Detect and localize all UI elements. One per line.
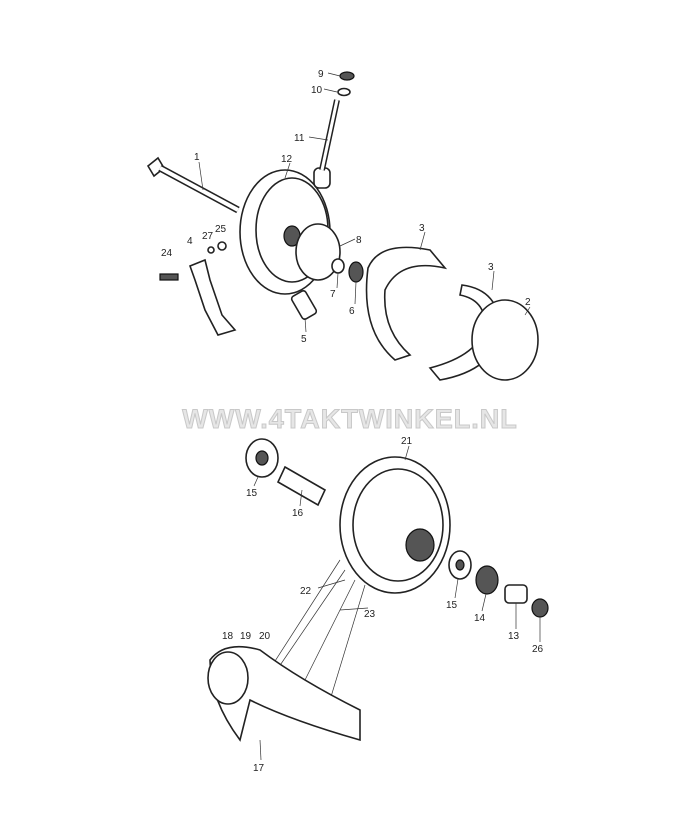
callout-16: 16 [292, 508, 304, 519]
nut-25 [217, 241, 227, 251]
axle-bolt [146, 156, 240, 214]
callout-labels: 9 10 11 12 1 3 3 8 25 27 4 24 7 6 5 2 21… [161, 69, 544, 774]
distance-collar-16 [276, 465, 327, 507]
washer-7 [331, 258, 345, 274]
callout-1: 1 [194, 152, 200, 163]
callout-7: 7 [330, 289, 336, 300]
bearing-15b [448, 550, 472, 580]
leader-lines [198, 72, 541, 761]
callout-6: 6 [349, 306, 355, 317]
callout-10: 10 [311, 85, 323, 96]
stopper-arm-4 [188, 258, 237, 336]
wheel-hub-21 [339, 456, 451, 594]
callout-4: 4 [187, 236, 193, 247]
callout-3b: 3 [488, 262, 494, 273]
callout-14: 14 [474, 613, 486, 624]
callout-26: 26 [532, 644, 544, 655]
bolt-24 [159, 273, 179, 281]
brake-shoe-1 [365, 246, 448, 361]
dust-seal-14 [475, 565, 499, 595]
callout-25: 25 [215, 224, 227, 235]
axle-nut-26 [531, 598, 549, 618]
watermark: WWW.4TAKTWINKEL.NL [182, 404, 517, 434]
callout-23: 23 [364, 609, 376, 620]
callout-12: 12 [281, 154, 293, 165]
callout-19: 19 [240, 631, 252, 642]
callout-24: 24 [161, 248, 173, 259]
callout-13: 13 [508, 631, 520, 642]
callout-5: 5 [301, 334, 307, 345]
callout-3a: 3 [419, 223, 425, 234]
cam-lever-6 [348, 261, 364, 283]
bearing-15a [245, 438, 279, 478]
callout-18: 18 [222, 631, 234, 642]
callout-21: 21 [401, 436, 413, 447]
callout-15b: 15 [446, 600, 458, 611]
callout-22: 22 [300, 586, 312, 597]
callout-9: 9 [318, 69, 324, 80]
callout-17: 17 [253, 763, 265, 774]
callout-27: 27 [202, 231, 214, 242]
callout-15a: 15 [246, 488, 258, 499]
seal-ring-8 [295, 223, 341, 281]
callout-2: 2 [525, 297, 531, 308]
collar-13 [504, 584, 528, 604]
callout-8: 8 [356, 235, 362, 246]
washer-27 [207, 246, 215, 254]
washer-10 [337, 87, 351, 97]
bolt-5 [290, 290, 318, 320]
nut-9 [339, 71, 355, 81]
cam-shaft [319, 99, 340, 171]
callout-20: 20 [259, 631, 271, 642]
spring-ring-2 [471, 299, 539, 381]
callout-11: 11 [294, 133, 305, 144]
tire-rim [207, 645, 361, 742]
